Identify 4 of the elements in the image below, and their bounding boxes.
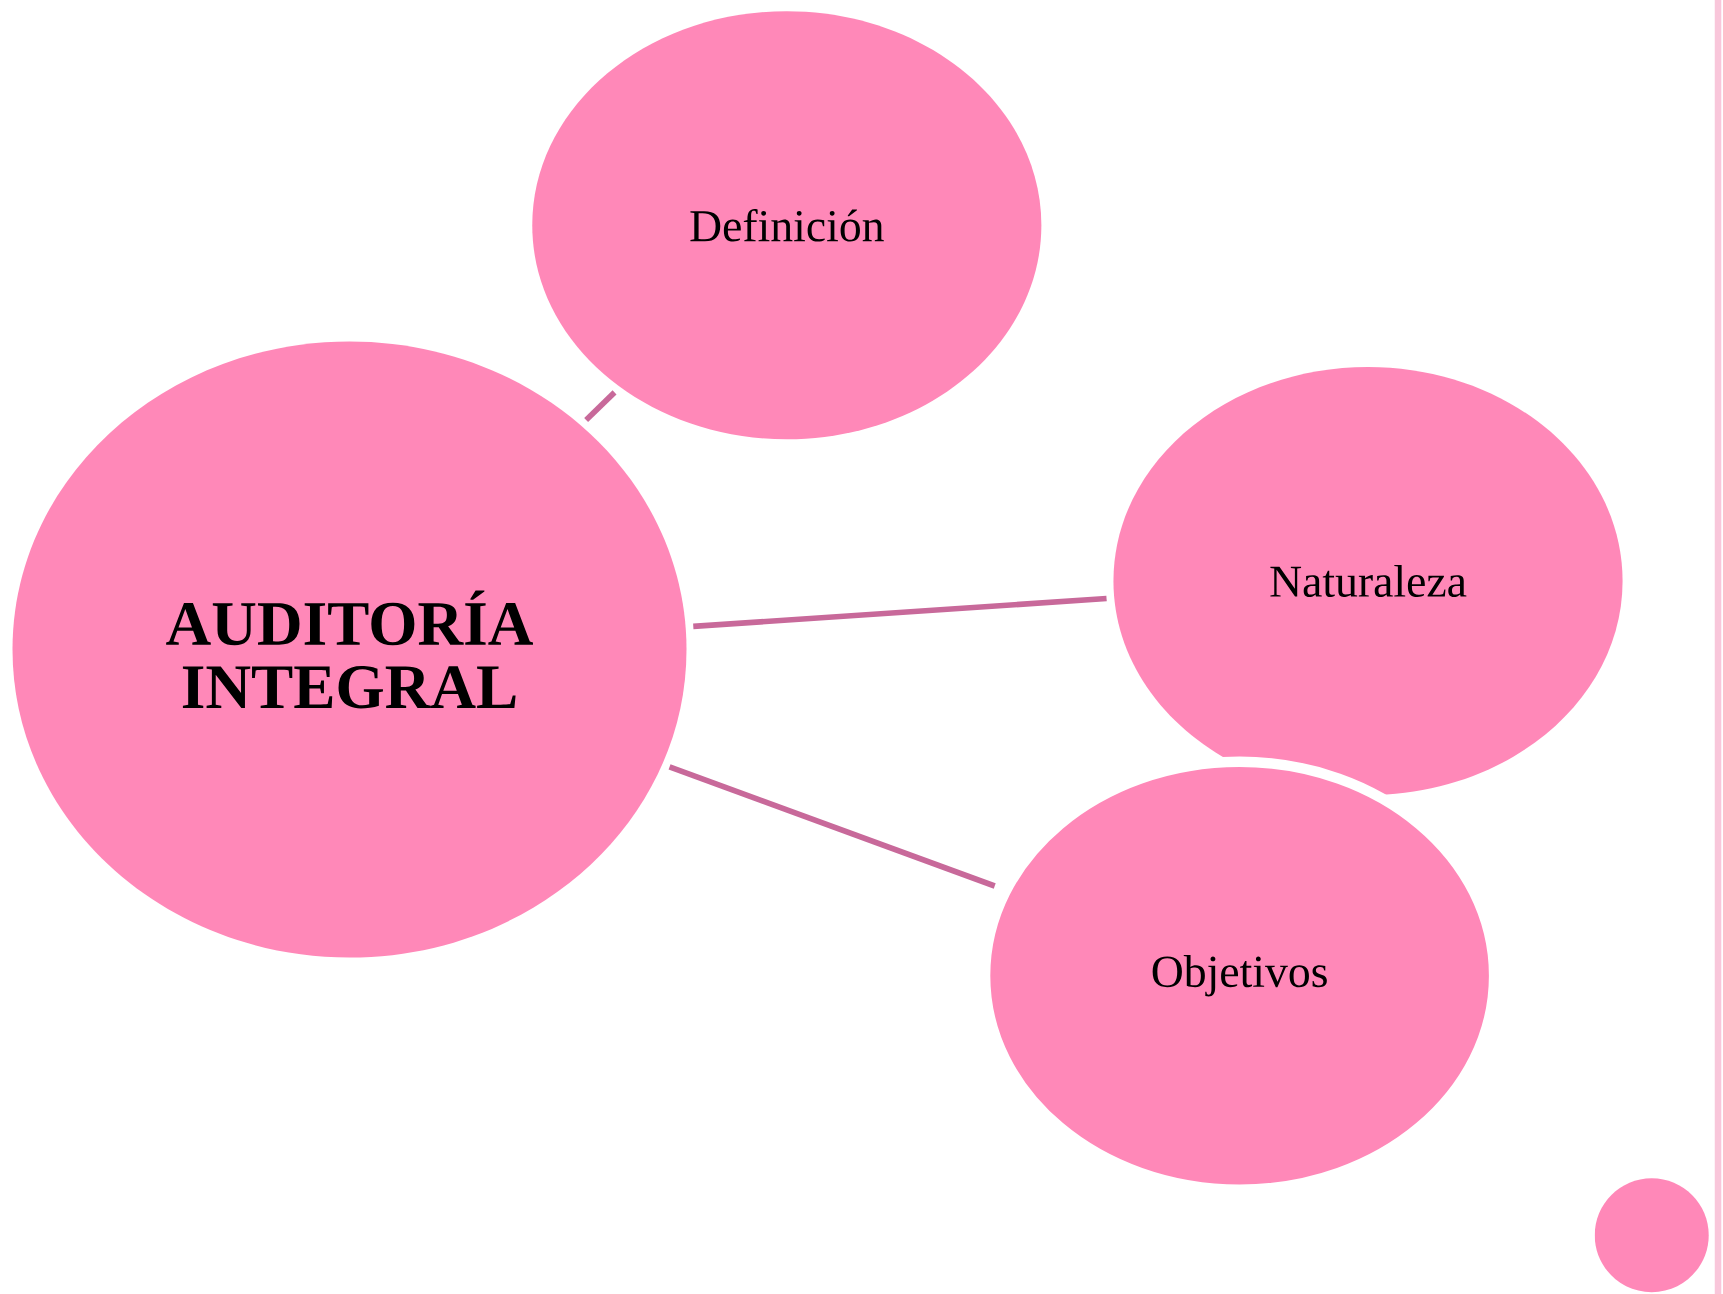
decorative-circle [1594,1178,1709,1293]
connector-line [584,390,617,422]
connector-line [668,764,996,889]
connector-line [693,595,1107,630]
